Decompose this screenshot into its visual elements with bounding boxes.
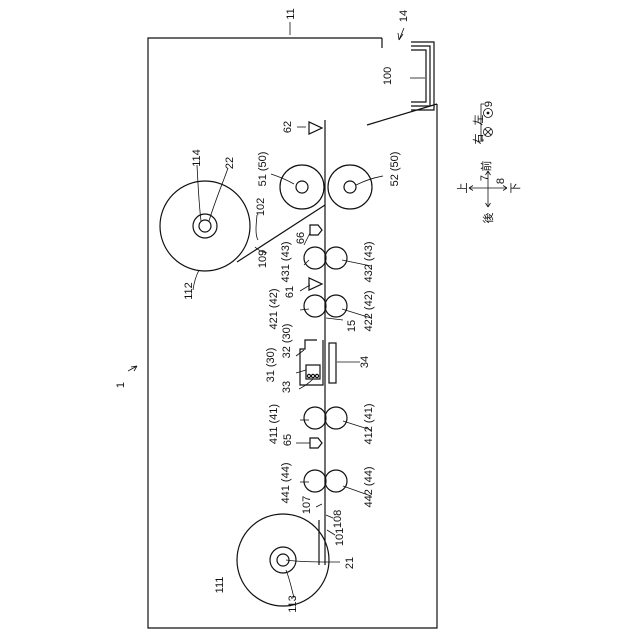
legend-back: 後 [481,213,495,224]
label-441: 441 (44) [280,463,292,504]
label-102: 102 [255,198,267,216]
roller-pair-50 [280,165,372,209]
sensor-66 [310,225,322,235]
head-unit-30 [300,340,323,385]
label-113: 113 [287,595,299,613]
label-412: 412 (41) [363,404,375,445]
legend-down: 下 [509,183,522,194]
label-31: 31 (30) [265,348,277,383]
legend-7: 7 [479,175,491,181]
label-14: 14 [398,10,410,22]
label-61: 61 [284,286,296,298]
label-111: 111 [214,577,226,594]
takeup-roll-112 [160,181,250,271]
sensor-62 [309,122,322,134]
sensor-61 [309,278,322,290]
platen-34 [329,343,336,383]
label-52: 52 (50) [389,152,401,187]
label-108: 108 [332,510,344,528]
direction-legend: 9 左 右 前 7 上 8 下 後 [456,101,522,224]
label-112: 112 [183,282,195,300]
label-422: 422 (42) [363,291,375,332]
output-stack-100 [411,42,434,110]
label-411: 411 (41) [268,404,280,444]
label-101: 101 [334,528,346,546]
label-421: 421 (42) [268,289,280,330]
legend-front: 前 [479,161,493,172]
label-11: 11 [285,8,297,19]
label-34: 34 [359,356,371,368]
label-432: 432 (43) [363,242,375,283]
label-51: 51 (50) [257,152,269,187]
legend-up: 上 [456,183,469,194]
label-22: 22 [224,157,236,169]
label-65: 65 [282,434,294,446]
label-1: 1 [115,382,127,388]
sensor-65 [310,438,322,448]
label-32: 32 (30) [281,324,293,359]
label-15: 15 [346,320,358,332]
into-page-cross-icon [485,129,491,135]
legend-8: 8 [495,178,507,184]
legend-9: 9 [483,101,495,107]
label-66: 66 [295,232,307,244]
label-109: 109 [257,250,269,268]
supply-roll-111 [237,514,329,606]
label-100: 100 [382,67,394,85]
label-33: 33 [281,381,293,393]
label-62: 62 [282,121,294,133]
label-21: 21 [344,557,356,569]
out-of-page-dot-icon [487,112,490,115]
label-431: 431 (43) [280,242,292,283]
guide-plate [367,104,437,125]
label-107: 107 [301,496,313,514]
label-114: 114 [191,149,203,167]
legend-left: 左 [472,115,485,126]
label-442: 442 (44) [363,467,375,508]
legend-right: 右 [471,134,485,145]
